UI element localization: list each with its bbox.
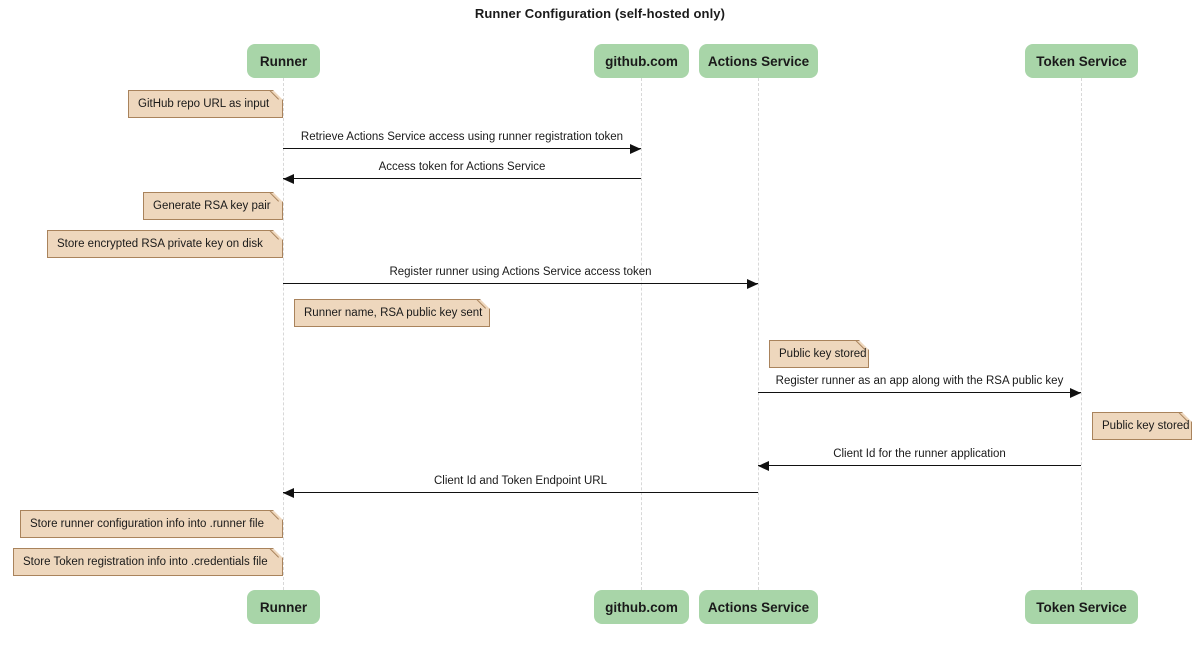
arrowhead-left-5 (283, 488, 294, 498)
note-text: Store runner configuration info into .ru… (30, 518, 264, 530)
note-text: Store Token registration info into .cred… (23, 556, 268, 568)
participant-label: Token Service (1036, 53, 1127, 69)
note-fold-edge-icon (269, 90, 283, 104)
lifeline-actions (758, 78, 759, 590)
message-line-5 (283, 492, 758, 493)
arrowhead-left-4 (758, 461, 769, 471)
message-label-2: Register runner using Actions Service ac… (389, 266, 652, 278)
participant-top-token[interactable]: Token Service (1025, 44, 1138, 78)
note-text: GitHub repo URL as input (138, 98, 270, 110)
message-label-4: Client Id for the runner application (833, 448, 1006, 460)
note-6: Store runner configuration info into .ru… (20, 510, 283, 538)
participant-bottom-runner[interactable]: Runner (247, 590, 320, 624)
arrowhead-right-3 (1070, 388, 1081, 398)
participant-label: Token Service (1036, 599, 1127, 615)
diagram-title: Runner Configuration (self-hosted only) (474, 6, 726, 21)
note-text: Public key stored (779, 348, 867, 360)
message-line-4 (758, 465, 1081, 466)
arrowhead-left-1 (283, 174, 294, 184)
note-3: Runner name, RSA public key sent (294, 299, 490, 327)
note-4: Public key stored (769, 340, 869, 368)
arrowhead-right-0 (630, 144, 641, 154)
message-line-0 (283, 148, 641, 149)
message-label-0: Retrieve Actions Service access using ru… (300, 131, 624, 143)
participant-label: Runner (259, 599, 308, 615)
participant-bottom-github[interactable]: github.com (594, 590, 689, 624)
note-fold-edge-icon (269, 230, 283, 244)
note-0: GitHub repo URL as input (128, 90, 283, 118)
participant-top-runner[interactable]: Runner (247, 44, 320, 78)
lifeline-runner (283, 78, 284, 590)
note-fold-edge-icon (1178, 412, 1192, 426)
participant-label: Actions Service (707, 599, 810, 615)
participant-bottom-token[interactable]: Token Service (1025, 590, 1138, 624)
note-fold-edge-icon (269, 192, 283, 206)
note-text: Store encrypted RSA private key on disk (57, 238, 263, 250)
lifeline-token (1081, 78, 1082, 590)
participant-top-github[interactable]: github.com (594, 44, 689, 78)
message-label-3: Register runner as an app along with the… (775, 375, 1064, 387)
participant-label: github.com (605, 53, 678, 69)
participant-label: Actions Service (707, 53, 810, 69)
message-line-3 (758, 392, 1081, 393)
note-2: Store encrypted RSA private key on disk (47, 230, 283, 258)
note-fold-edge-icon (269, 548, 283, 562)
message-label-1: Access token for Actions Service (378, 161, 546, 173)
note-text: Runner name, RSA public key sent (304, 307, 483, 319)
arrowhead-right-2 (747, 279, 758, 289)
participant-top-actions[interactable]: Actions Service (699, 44, 818, 78)
message-line-2 (283, 283, 758, 284)
lifeline-github (641, 78, 642, 590)
participant-label: github.com (605, 599, 678, 615)
participant-bottom-actions[interactable]: Actions Service (699, 590, 818, 624)
participant-label: Runner (259, 53, 308, 69)
note-fold-edge-icon (476, 299, 490, 313)
message-line-1 (283, 178, 641, 179)
message-label-5: Client Id and Token Endpoint URL (433, 475, 608, 487)
note-5: Public key stored (1092, 412, 1192, 440)
note-text: Public key stored (1102, 420, 1190, 432)
note-1: Generate RSA key pair (143, 192, 283, 220)
note-7: Store Token registration info into .cred… (13, 548, 283, 576)
note-text: Generate RSA key pair (153, 200, 271, 212)
note-fold-edge-icon (269, 510, 283, 524)
note-fold-edge-icon (855, 340, 869, 354)
